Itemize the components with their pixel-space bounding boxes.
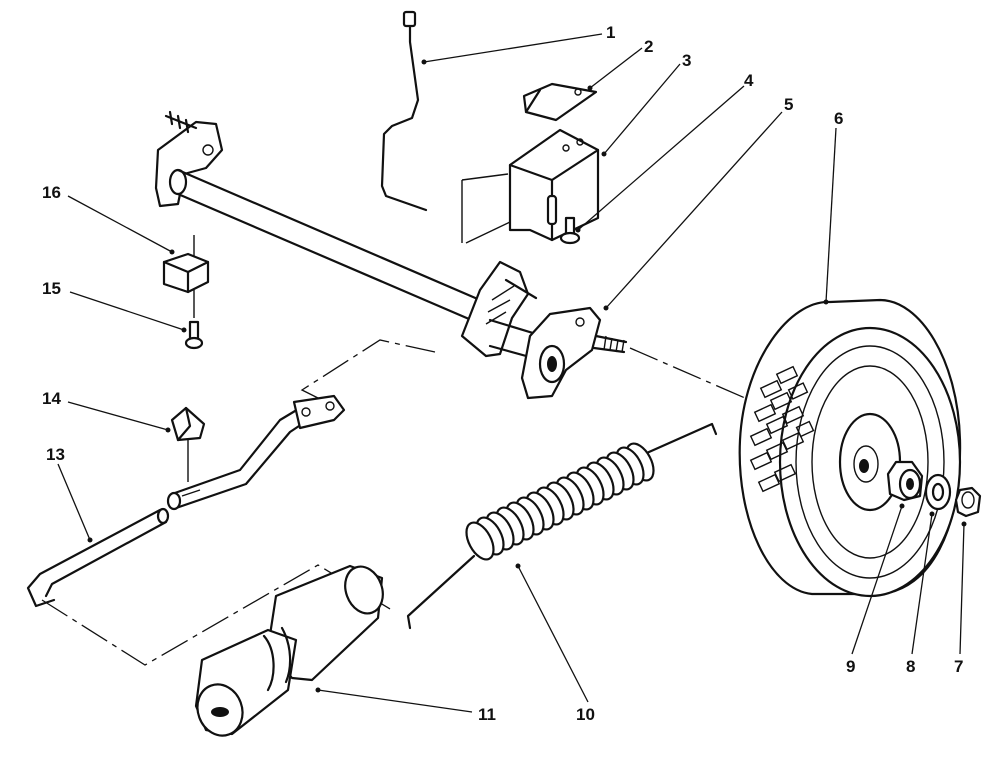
callout-9: 9 — [846, 657, 855, 676]
part-14-clip — [170, 406, 206, 442]
callout-1: 1 — [606, 23, 615, 42]
axle-assembly — [154, 110, 628, 400]
callout-11: 11 — [478, 705, 496, 724]
callout-5: 5 — [784, 95, 793, 114]
part-10-spring — [406, 422, 718, 630]
callout-3: 3 — [682, 51, 691, 70]
callout-2: 2 — [644, 37, 653, 56]
part-7-nut — [954, 486, 982, 518]
part-11-handle-grip — [194, 564, 384, 737]
part-1-control-rod — [380, 10, 428, 212]
callout-6: 6 — [834, 109, 843, 128]
part-16-clip-block — [162, 252, 210, 294]
part-15-screw — [184, 320, 204, 350]
callout-15: 15 — [42, 279, 61, 298]
callout-labels: 1 2 3 4 5 6 7 8 9 10 11 13 14 15 16 — [42, 23, 963, 724]
callout-10: 10 — [576, 705, 595, 724]
part-13-handle-rod — [26, 507, 170, 608]
callout-leaders — [57, 33, 967, 713]
part-2-clip — [522, 82, 598, 122]
part-9-spacer — [886, 460, 924, 502]
alignment-lines — [41, 173, 746, 666]
callout-8: 8 — [906, 657, 915, 676]
callout-4: 4 — [744, 71, 754, 90]
part-8-washer — [924, 473, 952, 511]
tread-pattern — [749, 365, 815, 493]
callout-7: 7 — [954, 657, 963, 676]
callout-13: 13 — [46, 445, 65, 464]
part-4-screw — [559, 216, 581, 245]
callout-14: 14 — [42, 389, 61, 408]
part-6-wheel — [738, 298, 962, 598]
part-3-bracket — [508, 128, 600, 242]
callout-16: 16 — [42, 183, 61, 202]
link-rod — [166, 394, 346, 511]
